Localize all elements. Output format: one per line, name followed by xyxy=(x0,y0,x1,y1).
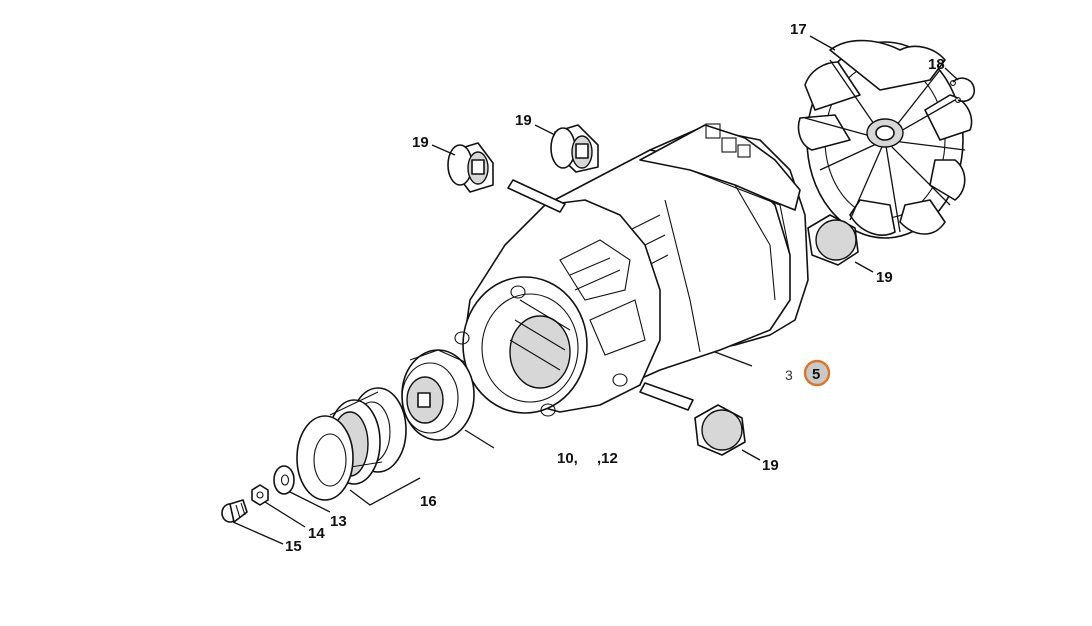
bearing-flange[interactable] xyxy=(401,349,495,449)
callout-17: 17 xyxy=(790,21,807,38)
leader-19-bottom xyxy=(741,449,761,461)
washer[interactable] xyxy=(273,465,331,513)
callout-14: 14 xyxy=(308,525,325,542)
callout-16: 16 xyxy=(420,493,437,510)
rubber-buffer-top-center[interactable] xyxy=(550,124,599,173)
callout-13: 13 xyxy=(330,513,347,530)
leader-17 xyxy=(809,35,836,51)
leader-19-top-left xyxy=(431,144,456,156)
leader-19-right xyxy=(854,261,874,273)
circlip[interactable] xyxy=(950,77,976,103)
rubber-buffer-bottom[interactable] xyxy=(694,404,746,456)
highlight-ring-icon[interactable]: 5 xyxy=(803,359,831,387)
rubber-buffer-top-left[interactable] xyxy=(447,142,494,193)
nut[interactable] xyxy=(251,484,306,528)
leader-19-top-center xyxy=(534,124,556,136)
screw[interactable] xyxy=(221,499,284,545)
callout-18: 18 xyxy=(928,56,945,73)
rubber-buffer-right[interactable] xyxy=(807,214,859,266)
callout-19-right: 19 xyxy=(876,269,893,286)
cooling-fan[interactable] xyxy=(797,39,973,239)
motor-housing[interactable] xyxy=(454,123,809,417)
callout-19-top-center: 19 xyxy=(515,112,532,129)
callout-5: 5 xyxy=(812,366,820,383)
callout-12: ,12 xyxy=(597,450,618,467)
thrust-bearing-set[interactable] xyxy=(296,387,421,506)
callout-15: 15 xyxy=(285,538,302,555)
callout-3: 3 xyxy=(785,367,793,383)
callout-19-bottom: 19 xyxy=(762,457,779,474)
callout-10: 10, xyxy=(557,450,578,467)
callout-19-top-left: 19 xyxy=(412,134,429,151)
leader-18 xyxy=(944,67,959,81)
